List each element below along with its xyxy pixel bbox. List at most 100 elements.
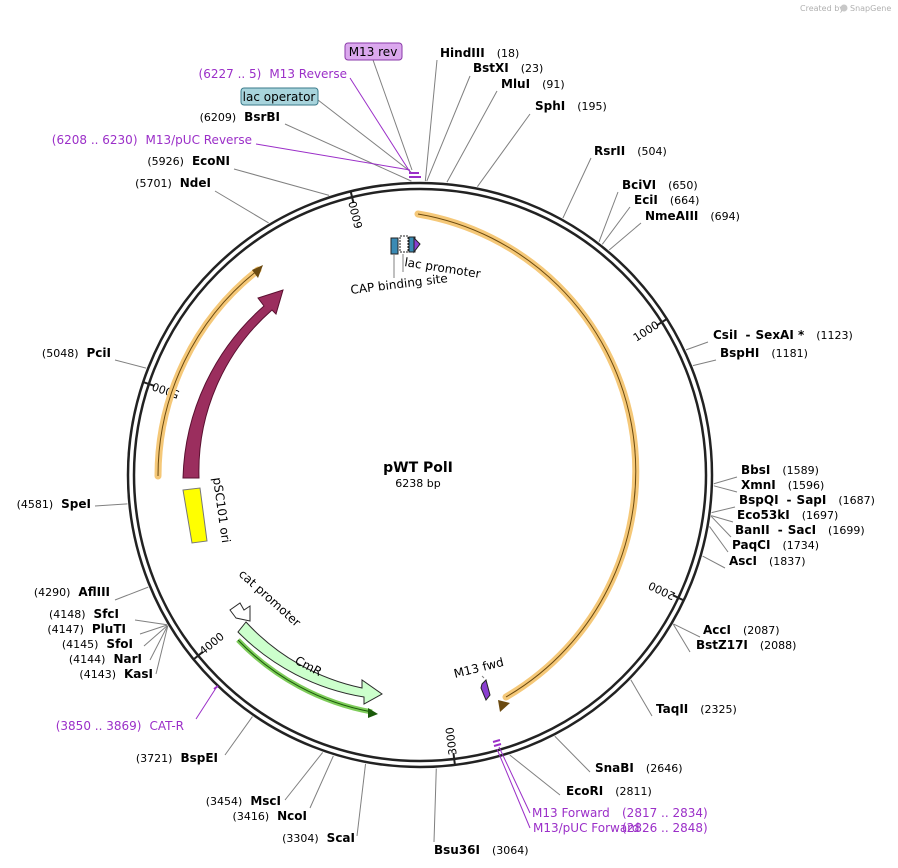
site-leader [114, 359, 147, 369]
site-leader [284, 123, 412, 182]
site-name: CsiI [713, 328, 738, 342]
site-label-bspqi: BspQI-SapI(1687) [739, 493, 875, 507]
site-name: BsrBI [244, 110, 280, 124]
site-name: TaqII [656, 702, 688, 716]
site-leader [685, 341, 709, 351]
site-position: (5926) [147, 155, 184, 168]
site-name-separator: - [787, 493, 792, 507]
site-name: NdeI [180, 176, 211, 190]
site-position: (4148) [49, 608, 86, 621]
site-position: (1123) [816, 329, 853, 342]
site-leader [601, 206, 631, 245]
site-label-ncoi: NcoI(3416) [233, 809, 307, 823]
site-leader [155, 625, 169, 675]
site-label-afliii: AflIII(4290) [34, 585, 110, 599]
site-label-msci: MscI(3454) [206, 794, 281, 808]
site-label-sfci: SfcI(4148) [49, 607, 119, 621]
site-leader [214, 190, 269, 224]
orf-arc-right-head-icon [498, 700, 510, 712]
site-leader [554, 735, 591, 773]
site-position: (650) [668, 179, 698, 192]
site-label-ecori: EcoRI (2811) [566, 784, 652, 798]
site-leader [143, 625, 168, 647]
orf-arc-left-head-icon [252, 265, 263, 278]
site-leader [233, 168, 330, 196]
site-name-secondary: SapI [797, 493, 827, 507]
site-label-snabi: SnaBI(2646) [595, 761, 682, 775]
site-label-xmni: XmnI(1596) [741, 478, 824, 492]
rep101-label: Rep101 [228, 353, 255, 401]
site-name: PluTI [92, 622, 126, 636]
site-name: EciI [634, 193, 658, 207]
tick-label: 3000 [443, 726, 459, 755]
site-position: (3064) [492, 844, 529, 857]
site-leader [713, 476, 738, 485]
site-label-pluti: PluTI (4147) [47, 622, 126, 636]
site-leader [709, 526, 729, 553]
site-name: SpeI [61, 497, 91, 511]
site-name: EcoNI [192, 154, 230, 168]
primer-leader [349, 77, 411, 173]
primer-name: CAT-R [149, 719, 184, 733]
primer-leader [496, 748, 531, 829]
site-leader [134, 619, 168, 626]
m13-puc-forward-mark [493, 743, 502, 747]
m13-rev-text: M13 rev [349, 45, 398, 59]
site-label-nmeaiii: NmeAIII(694) [645, 209, 740, 223]
boxed-label-m13-rev: M13 rev [344, 42, 403, 61]
site-leader [562, 157, 592, 219]
site-position: (4144) [69, 653, 106, 666]
site-name: HindIII [440, 46, 485, 60]
lac-operator-text: lac operator [243, 90, 316, 104]
site-position: (1697) [802, 509, 839, 522]
site-leader [476, 113, 531, 187]
primer-name: M13 Reverse [269, 67, 347, 81]
site-leader [713, 485, 738, 493]
primer-label-m13-puc-reverse: M13/pUC Reverse(6208 .. 6230) [52, 133, 252, 147]
boxed-label-lac-operator: lac operator [240, 87, 319, 106]
site-position: (3304) [282, 832, 319, 845]
feature-cmr-arrow [237, 621, 383, 705]
rep101-arrow [182, 289, 284, 479]
site-name-separator: - [778, 523, 783, 537]
site-name: BanII [735, 523, 770, 537]
site-position: (2646) [646, 762, 683, 775]
m13-rev-box-leader [372, 59, 413, 171]
psc101-ori-label: pSC101 ori [210, 476, 233, 543]
site-leader [94, 503, 128, 507]
primer-range: (3850 .. 3869) [56, 719, 142, 733]
site-name: Bsu36I [434, 843, 480, 857]
site-position: (1589) [782, 464, 819, 477]
site-position: (1596) [788, 479, 825, 492]
primer-label-m13-reverse: M13 Reverse(6227 .. 5) [199, 67, 347, 81]
primer-marks [213, 172, 502, 747]
site-position: (4145) [62, 638, 99, 651]
primer-label-cat-r: CAT-R (3850 .. 3869) [56, 719, 184, 733]
site-leader [433, 768, 437, 843]
site-position: (91) [542, 78, 565, 91]
tick-label: 1000 [631, 318, 662, 344]
restriction-site-labels: HindIII(18)BstXI(23)MluI(91)SphI(195)Rsr… [17, 46, 875, 857]
site-position: (4581) [17, 498, 54, 511]
m13-rev-feature-arrow [413, 236, 421, 254]
site-name: BspQI [739, 493, 779, 507]
orf-arcs [154, 210, 640, 718]
site-name: NmeAIII [645, 209, 698, 223]
tick-mark-2000 [672, 594, 685, 602]
site-label-eco53ki: Eco53kI(1697) [737, 508, 838, 522]
site-position: (4147) [47, 623, 84, 636]
site-position: (2087) [743, 624, 780, 637]
feature-psc101-ori [182, 487, 208, 544]
site-name: SphI [535, 99, 565, 113]
site-label-hindiii: HindIII(18) [440, 46, 519, 60]
site-position: (1699) [828, 524, 865, 537]
site-position: (195) [577, 100, 607, 113]
site-name: PciI [87, 346, 112, 360]
site-label-ecii: EciI(664) [634, 193, 699, 207]
m13-fwd-label: M13 fwd [452, 655, 505, 681]
site-name: EcoRI [566, 784, 603, 798]
site-label-sfoi: SfoI(4145) [62, 637, 133, 651]
site-position: (2811) [615, 785, 652, 798]
cmr-orf-head-icon [368, 708, 378, 718]
